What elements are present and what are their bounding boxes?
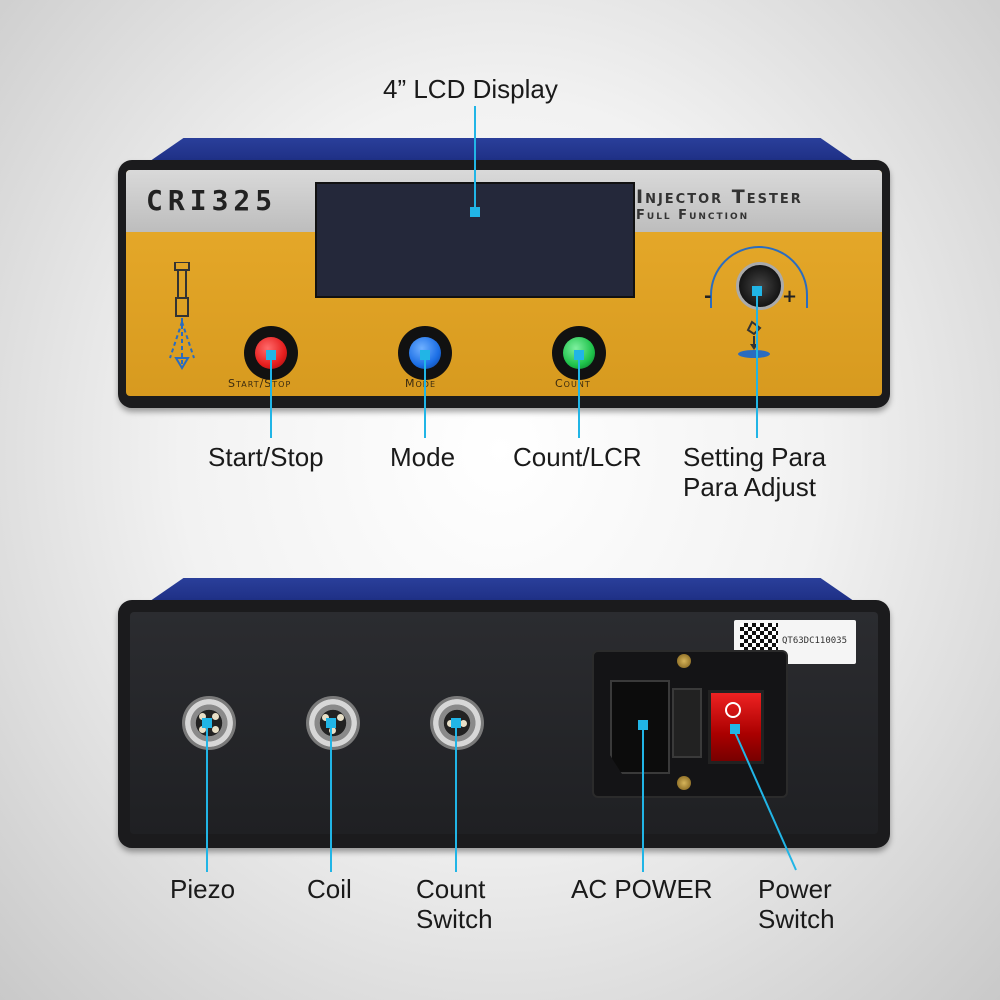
coil-callout-marker (326, 718, 336, 728)
serial-number: QT63DC110035 (782, 636, 848, 646)
coil-callout-line (330, 724, 332, 872)
knob-minus-sign: - (704, 286, 712, 307)
screw-icon (677, 776, 691, 790)
ac-power-callout-line (642, 726, 644, 872)
press-knob-icon (738, 320, 770, 358)
device-title: Injector Tester (636, 186, 803, 208)
connector-pin (212, 726, 219, 733)
setting-callout-line (756, 292, 758, 438)
count-panel-label: Count (555, 377, 591, 390)
connector-pin (337, 714, 344, 721)
start-stop-callout: Start/Stop (208, 442, 324, 472)
fuse-holder[interactable] (672, 688, 702, 758)
injector-icon (169, 262, 195, 370)
piezo-callout-line (206, 724, 208, 872)
mode-callout-line (424, 356, 426, 438)
start-stop-callout-marker (266, 350, 276, 360)
start-stop-panel-label: Start/Stop (228, 377, 292, 390)
connector-pin (447, 720, 454, 727)
connector-pin (199, 726, 206, 733)
connector-pin (212, 713, 219, 720)
brand-model-label: CRI325 (146, 184, 278, 217)
connector-pin (329, 727, 336, 734)
connector-pin (199, 713, 206, 720)
mode-callout: Mode (390, 442, 456, 472)
lcd-callout-line (474, 106, 476, 212)
count-switch-callout-line1: Count (416, 874, 486, 904)
coil-callout: Coil (307, 874, 352, 904)
knob-plus-sign: + (782, 286, 798, 307)
piezo-callout-marker (202, 718, 212, 728)
setting-callout-marker (752, 286, 762, 296)
power-switch-callout-marker (730, 724, 740, 734)
setting-para-callout: Setting Para Para Adjust (683, 442, 826, 502)
ac-power-callout-marker (638, 720, 648, 730)
setting-para-callout-line1: Setting Para (683, 442, 827, 472)
power-switch-callout-line2: Switch (758, 904, 835, 934)
power-switch-callout-line (733, 729, 797, 871)
setting-adjust-knob[interactable] (736, 262, 784, 310)
power-switch-callout: Power Switch (758, 874, 835, 934)
power-on-symbol-icon (725, 702, 741, 718)
device-subtitle: Full Function (636, 208, 750, 223)
count-switch-callout-line2: Switch (416, 904, 493, 934)
ac-power-callout: AC POWER (571, 874, 713, 904)
piezo-callout: Piezo (170, 874, 236, 904)
count-switch-callout: Count Switch (416, 874, 493, 934)
lcd-display-callout: 4” LCD Display (383, 74, 558, 104)
lcd-callout-marker (470, 207, 480, 217)
count-lcr-callout-marker (574, 350, 584, 360)
mode-panel-label: Mode (405, 377, 437, 390)
power-rocker-switch[interactable] (708, 690, 764, 764)
setting-para-callout-line2: Para Adjust (683, 472, 816, 502)
count-switch-callout-line (455, 724, 457, 872)
power-switch-callout-line1: Power (758, 874, 832, 904)
count-switch-callout-marker (451, 718, 461, 728)
start-stop-callout-line (270, 356, 272, 438)
mode-callout-marker (420, 350, 430, 360)
count-lcr-callout: Count/LCR (513, 442, 642, 472)
connector-pin (460, 720, 467, 727)
connector-pin (322, 714, 329, 721)
screw-icon (677, 654, 691, 668)
count-lcr-callout-line (578, 356, 580, 438)
